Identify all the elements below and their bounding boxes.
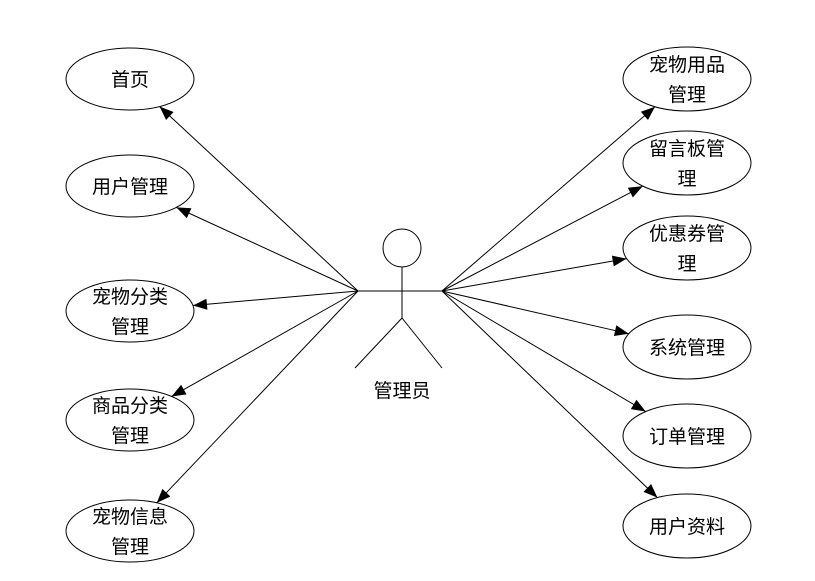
arrowhead-home: [159, 106, 174, 121]
usecase-ellipse: [622, 493, 752, 559]
arrowhead-system-management: [613, 325, 629, 336]
association-home: [159, 106, 359, 292]
usecase-ellipse: [65, 47, 195, 111]
usecase-label: 宠物分类: [92, 286, 168, 308]
actor-label: 管理员: [373, 380, 430, 402]
usecase-label: 管理: [111, 316, 149, 338]
actor-head: [382, 228, 422, 268]
usecase-label: 系统管理: [649, 337, 725, 359]
association-message-board-management: [441, 185, 643, 292]
usecase-ellipse: [622, 46, 752, 112]
usecase-ellipse: [622, 403, 752, 469]
association-order-management: [441, 290, 646, 412]
arrowhead-user-profile: [643, 483, 658, 498]
arrowhead-user-management: [176, 207, 192, 219]
usecase-ellipse: [65, 279, 195, 343]
association-coupon-management: [441, 258, 627, 292]
actor-left-leg: [354, 317, 403, 369]
usecase-user-management: 用户管理: [65, 154, 195, 218]
arrowhead-product-category-management: [171, 384, 187, 397]
association-pet-supplies-management: [441, 106, 656, 292]
usecase-label: 管理: [111, 536, 149, 558]
association-lines: [156, 106, 658, 504]
usecase-ellipse: [622, 215, 752, 281]
arrowhead-pet-info-management: [156, 488, 171, 503]
usecase-label: 理: [677, 168, 696, 190]
usecase-label: 用户管理: [92, 176, 168, 198]
usecase-label: 优惠券管: [649, 223, 725, 245]
actor-right-leg: [401, 317, 443, 369]
usecase-label: 理: [677, 253, 696, 275]
usecase-user-profile: 用户资料: [622, 493, 752, 559]
usecase-system-management: 系统管理: [622, 314, 752, 380]
usecase-home: 首页: [65, 47, 195, 111]
usecase-label: 留言板管: [649, 138, 725, 160]
usecase-ellipse: [65, 499, 195, 563]
arrowhead-pet-supplies-management: [640, 106, 655, 121]
usecase-ellipse: [622, 314, 752, 380]
usecase-label: 管理: [111, 425, 149, 447]
usecase-label: 宠物信息: [92, 506, 168, 528]
association-user-profile: [441, 290, 658, 498]
association-pet-info-management: [156, 290, 359, 504]
usecase-label: 管理: [668, 84, 706, 106]
arrowhead-message-board-management: [627, 186, 643, 198]
usecase-label: 首页: [111, 69, 149, 91]
usecase-order-management: 订单管理: [622, 403, 752, 469]
arrowhead-coupon-management: [611, 255, 627, 267]
usecase-label: 商品分类: [92, 395, 168, 417]
association-user-management: [176, 206, 359, 292]
usecase-ellipse: [65, 154, 195, 218]
arrowhead-pet-category-management: [192, 298, 208, 310]
usecase-label: 宠物用品: [649, 54, 725, 76]
admin-actor: 管理员: [354, 228, 443, 402]
usecase-ellipse: [622, 130, 752, 196]
use-case-nodes: 首页用户管理宠物分类管理商品分类管理宠物信息管理宠物用品管理留言板管理优惠券管理…: [65, 46, 752, 563]
association-system-management: [441, 290, 629, 335]
association-pet-category-management: [192, 290, 359, 306]
usecase-ellipse: [65, 388, 195, 452]
usecase-label: 订单管理: [649, 426, 725, 448]
arrowhead-order-management: [630, 399, 646, 412]
association-product-category-management: [171, 290, 359, 397]
usecase-label: 用户资料: [649, 516, 725, 538]
